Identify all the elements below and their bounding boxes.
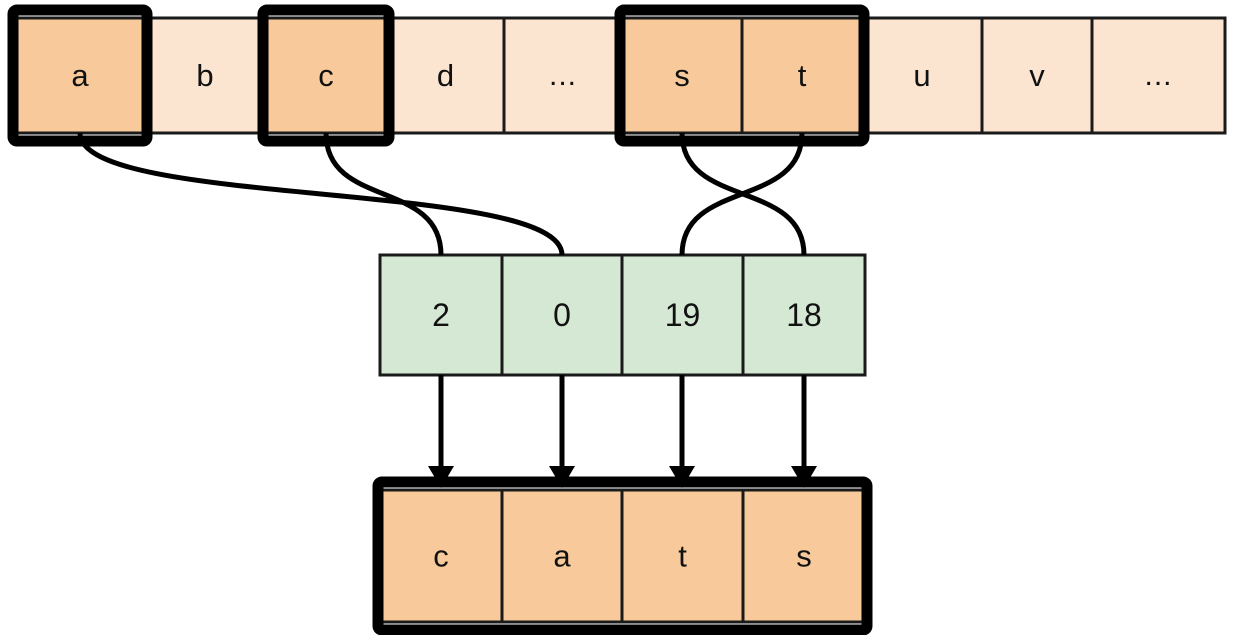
connector-c-to-2: [323, 132, 444, 256]
output-cell-label: a: [553, 539, 571, 574]
connector-a-to-0: [77, 132, 565, 256]
index-cell-value: 18: [786, 297, 822, 333]
alphabet-cell-c[interactable]: c: [263, 16, 389, 135]
alphabet-cell-label: u: [913, 58, 930, 93]
output-cell-label: t: [678, 539, 687, 574]
alphabet-cell-ellipsis-4[interactable]: ...: [502, 16, 624, 135]
index-cell-value: 2: [432, 297, 450, 333]
alphabet-cell-label: ...: [549, 59, 577, 92]
arrow-0-to-a: [549, 375, 575, 488]
index-cell-0[interactable]: 0: [500, 253, 624, 377]
alphabet-cell-d[interactable]: d: [385, 16, 506, 135]
alphabet-cell-s[interactable]: s: [620, 16, 744, 135]
output-cell-label: c: [433, 539, 449, 574]
output-cell-c[interactable]: c: [378, 488, 504, 624]
alphabet-cell-label: ...: [1144, 59, 1172, 92]
alphabet-cell-ellipsis-9[interactable]: ...: [1090, 16, 1227, 135]
alphabet-strip: a b c d... s t u v...: [7, 4, 1227, 147]
alphabet-cell-v[interactable]: v: [980, 16, 1094, 135]
output-cell-s[interactable]: s: [741, 488, 867, 624]
alphabet-cell-u[interactable]: u: [860, 16, 984, 135]
index-cell-19[interactable]: 19: [620, 253, 745, 377]
arrow-19-to-t: [669, 375, 695, 488]
output-cell-a[interactable]: a: [500, 488, 624, 624]
alphabet-cell-b[interactable]: b: [143, 16, 267, 135]
index-cell-value: 19: [665, 297, 701, 333]
alphabet-cell-label: t: [798, 58, 807, 93]
alphabet-cell-label: a: [71, 58, 89, 93]
alphabet-cell-a[interactable]: a: [13, 16, 147, 135]
index-arrows: [428, 375, 817, 488]
index-cell-2[interactable]: 2: [378, 253, 504, 377]
arrow-2-to-c: [428, 375, 454, 488]
arrow-18-to-s: [791, 375, 817, 488]
index-cell-18[interactable]: 18: [741, 253, 867, 377]
alphabet-cell-label: c: [318, 58, 334, 93]
output-cell-label: s: [796, 539, 812, 574]
alphabet-cell-label: b: [196, 58, 213, 93]
alphabet-highlight-frame: [614, 4, 870, 147]
index-cell-value: 0: [553, 297, 571, 333]
alphabet-cell-t[interactable]: t: [740, 16, 864, 135]
alphabet-cell-label: d: [437, 58, 454, 93]
alphabet-cell-label: s: [674, 58, 690, 93]
connector-t-to-19: [679, 132, 805, 256]
output-cell-t[interactable]: t: [620, 488, 745, 624]
alphabet-cell-label: v: [1029, 58, 1045, 93]
output-highlight-frame: [372, 476, 873, 635]
connector-curves: [77, 132, 807, 256]
